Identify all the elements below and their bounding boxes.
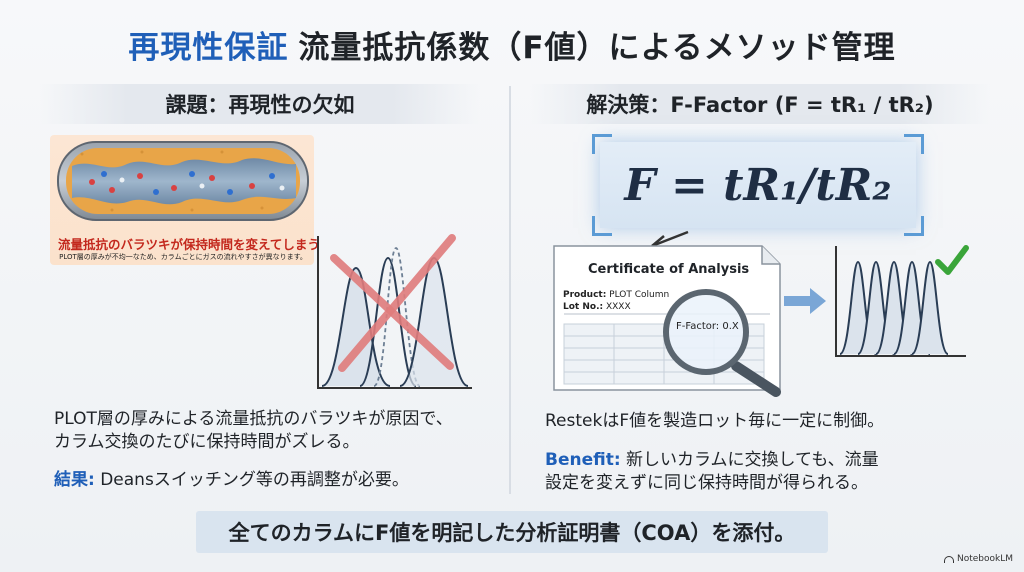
cross-mark-icon — [330, 234, 456, 372]
problem-text-line1: PLOT層の厚みによる流量抵抗のバラツキが原因で、 — [54, 409, 453, 429]
center-divider — [509, 86, 511, 494]
problem-text-line2: カラム交換のたびに保持時間がズレる。 — [54, 432, 360, 452]
solution-benefit-line2: 設定を変えずに同じ保持時間が得られる。 — [545, 473, 868, 493]
bracket-corner — [592, 134, 612, 154]
bracket-corner — [904, 216, 924, 236]
footer-banner: 全てのカラムにF値を明記した分析証明書（COA）を添付。 — [196, 511, 828, 553]
bracket-corner — [904, 134, 924, 154]
title-rest: 流量抵抗係数（F値）によるメソッド管理 — [298, 30, 896, 66]
problem-result: 結果: Deansスイッチング等の再調整が必要。 — [54, 470, 409, 490]
problem-heading: 課題：再現性の欠如 — [40, 84, 480, 124]
column-tube-illustration — [57, 141, 309, 221]
magnified-f-factor: F-Factor: 0.X — [676, 321, 739, 332]
brand-name: NotebookLM — [957, 554, 1014, 564]
solution-benefit-line1: Benefit: 新しいカラムに交換しても、流量 — [545, 450, 879, 470]
bracket-corner — [592, 216, 612, 236]
consistent-peaks-chart — [835, 245, 969, 357]
formula-box: F = tR₁/tR₂ — [600, 142, 916, 228]
certificate-title: Certificate of Analysis — [588, 262, 750, 277]
check-mark-icon — [935, 245, 969, 275]
title-accent: 再現性保証 — [128, 30, 289, 66]
warning-subtext: PLOT層の厚みが不均一なため、カラムごとにガスの流れやすさが異なります。 — [59, 253, 307, 261]
magnifier-icon — [663, 289, 781, 397]
shifted-peaks-chart — [317, 234, 472, 389]
brand-logo: NotebookLM — [944, 554, 1013, 564]
warning-text: 流量抵抗のバラツキが保持時間を変えてしまう — [58, 237, 320, 252]
notebooklm-icon — [944, 555, 954, 563]
solution-heading: 解決策：F-Factor (F = tR₁ / tR₂) — [530, 84, 990, 124]
certificate-lot: Lot No.: XXXX — [563, 302, 631, 312]
page-title: 再現性保証流量抵抗係数（F値）によるメソッド管理 — [0, 22, 1024, 67]
certificate-product: Product: PLOT Column — [563, 290, 670, 300]
certificate-document — [553, 230, 781, 397]
solution-text-line1: RestekはF値を製造ロット毎に一定に制御。 — [545, 411, 885, 431]
arrow-right-icon — [784, 288, 826, 314]
